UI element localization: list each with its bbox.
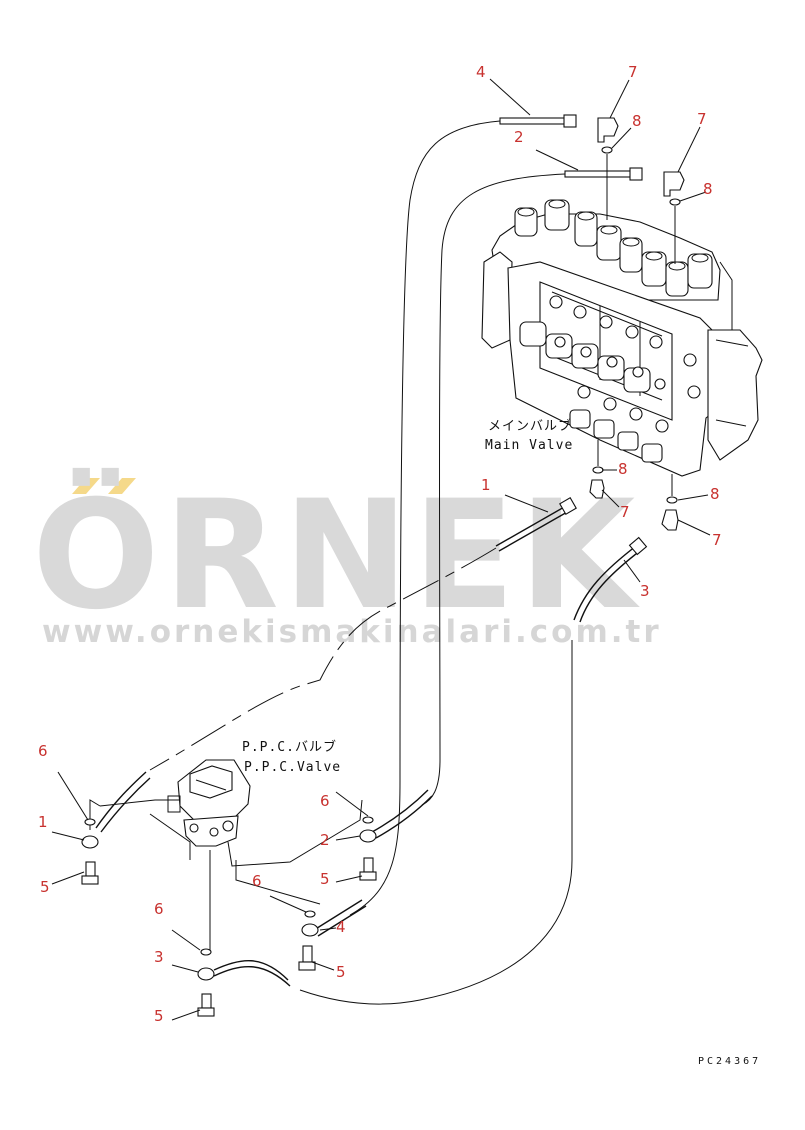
callout-o-ring-6-c: 6 xyxy=(252,872,262,890)
elbow-fitting-7-c xyxy=(589,479,605,499)
ppc-valve-label-jp: P.P.C.バルブ xyxy=(242,739,337,755)
watermark: ÖRNEK www.ornekismakinalari.com.tr xyxy=(32,467,662,650)
ppc-valve-label-en: P.P.C.Valve xyxy=(244,760,341,775)
ppc-valve-drawing xyxy=(167,759,251,847)
elbow-fitting-7-b xyxy=(663,171,685,197)
drawing-code: PC24367 xyxy=(698,1056,761,1067)
o-ring-8-d xyxy=(666,496,678,504)
leader-lines xyxy=(51,78,711,1021)
callout-o-ring-8-c: 8 xyxy=(618,460,628,478)
main-valve-drawing xyxy=(481,199,763,477)
callout-hose-1-main: 1 xyxy=(481,476,491,494)
callout-o-ring-6-a: 6 xyxy=(38,742,48,760)
callout-hose-3-main: 3 xyxy=(640,582,650,600)
callout-hose-3-ppc: 3 xyxy=(154,948,164,966)
o-ring-8-a xyxy=(601,146,613,154)
callout-bolt-5-a: 5 xyxy=(40,878,50,896)
callout-hose-2-ppc: 2 xyxy=(320,831,330,849)
o-ring-8-b xyxy=(669,198,681,206)
callout-o-ring-6-b: 6 xyxy=(320,792,330,810)
callout-hose-4-ppc: 4 xyxy=(336,918,346,936)
bolt-5-hose-4 xyxy=(298,945,316,971)
callouts: 4 7 8 2 7 8 1 8 7 8 7 3 6 1 5 6 2 5 6 4 … xyxy=(38,63,722,1025)
main-valve-label-jp: メインバルブ xyxy=(488,418,572,434)
watermark-brand: ÖRNEK xyxy=(32,467,640,643)
callout-o-ring-8-d: 8 xyxy=(710,485,720,503)
callout-o-ring-6-d: 6 xyxy=(154,900,164,918)
hose-4-upper xyxy=(349,114,577,916)
callout-elbow-7-c: 7 xyxy=(620,503,630,521)
hose-2-ppc-end xyxy=(359,789,433,881)
hose-1-ppc-end xyxy=(81,771,151,885)
elbow-fitting-7-a xyxy=(597,117,619,143)
callout-o-ring-8-b: 8 xyxy=(703,180,713,198)
elbow-fitting-7-d xyxy=(661,509,679,531)
callout-bolt-5-c: 5 xyxy=(336,963,346,981)
hose-3-main xyxy=(299,536,648,1005)
callout-hose-2-top: 2 xyxy=(514,128,524,146)
hose-4-ppc-end xyxy=(301,899,367,937)
callout-elbow-7-b: 7 xyxy=(697,110,707,128)
hose-1-main xyxy=(149,497,577,771)
callout-elbow-7-d: 7 xyxy=(712,531,722,549)
callout-o-ring-8-a: 8 xyxy=(632,112,642,130)
watermark-accent-right xyxy=(108,478,136,494)
callout-bolt-5-b: 5 xyxy=(320,870,330,888)
main-valve-label-en: Main Valve xyxy=(485,438,573,453)
o-ring-8-c xyxy=(592,466,604,474)
watermark-url: www.ornekismakinalari.com.tr xyxy=(42,614,662,650)
hose-2-upper xyxy=(421,167,643,806)
callout-bolt-5-d: 5 xyxy=(154,1007,164,1025)
hose-3-ppc-end xyxy=(197,948,291,1017)
callout-hose-4-top: 4 xyxy=(476,63,486,81)
watermark-accent-left xyxy=(72,478,100,494)
callout-hose-1-ppc: 1 xyxy=(38,813,48,831)
callout-elbow-7-a: 7 xyxy=(628,63,638,81)
